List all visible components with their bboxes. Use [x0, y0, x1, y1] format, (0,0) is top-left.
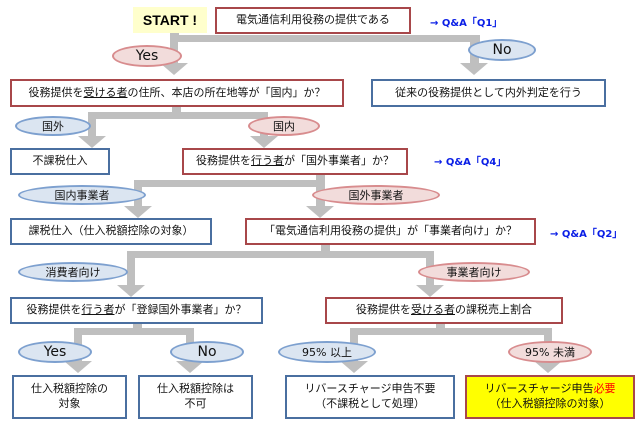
result-not-deductible: 仕入税額控除は不可 [138, 375, 253, 419]
text-underlined: 行う者 [251, 154, 284, 168]
text-pre: 役務提供を [356, 303, 411, 317]
result-reverse-charge-not-required: リバースチャージ申告不要（不課税として処理） [285, 375, 455, 419]
branch-yes: Yes [112, 45, 182, 67]
result-reverse-charge-required: リバースチャージ申告必要（仕入税額控除の対象） [465, 375, 635, 419]
question-electric-service: 電気通信利用役務の提供である [215, 7, 411, 34]
text-post: の課税売上割合 [455, 303, 532, 317]
qa-link-q2[interactable]: → Q&A「Q2」 [550, 229, 623, 240]
line1: リバースチャージ申告 [484, 382, 594, 396]
line2: （不課税として処理） [315, 397, 425, 410]
line2: 対象 [58, 397, 81, 410]
branch-domestic: 国内 [248, 116, 320, 136]
required-emphasis: 必要 [593, 382, 616, 396]
line1: 仕入税額控除は [157, 382, 234, 396]
branch-business: 事業者向け [418, 262, 530, 282]
question-business-oriented: 「電気通信利用役務の提供」が「事業者向け」か？ [245, 218, 536, 245]
qa-link-q1[interactable]: → Q&A「Q1」 [430, 18, 503, 29]
result-conventional: 従来の役務提供として内外判定を行う [371, 79, 606, 107]
branch-consumer: 消費者向け [18, 262, 128, 282]
branch-domestic-business: 国内事業者 [18, 185, 146, 205]
text-underlined: 受ける者 [83, 85, 128, 99]
branch-abroad: 国外 [15, 116, 91, 136]
question-registered-foreign: 役務提供を行う者が「登録国外事業者」か？ [10, 297, 263, 324]
branch-95-or-more: 95% 以上 [278, 341, 376, 363]
result-deductible: 仕入税額控除の対象 [12, 375, 127, 419]
branch-under-95: 95% 未満 [508, 341, 592, 363]
branch-foreign-business: 国外事業者 [312, 185, 440, 205]
text-post: が「登録国外事業者」か？ [114, 303, 247, 317]
text-pre: 役務提供を [196, 154, 251, 168]
branch-no: No [468, 39, 536, 61]
line1: リバースチャージ申告不要 [304, 382, 436, 396]
result-nontaxable: 不課税仕入 [10, 148, 110, 175]
text-post: が「国外事業者」か？ [284, 154, 394, 168]
question-taxable-sales-ratio: 役務提供を受ける者の課税売上割合 [325, 297, 563, 324]
qa-link-q4[interactable]: → Q&A「Q4」 [434, 157, 507, 168]
line1: 仕入税額控除の [31, 382, 108, 396]
branch-yes-registered: Yes [18, 341, 92, 363]
result-taxable-purchase: 課税仕入（仕入税額控除の対象） [10, 218, 212, 245]
question-recipient-domestic: 役務提供を受ける者の住所、本店の所在地等が「国内」か？ [10, 79, 344, 107]
start-label: START ! [133, 7, 207, 33]
question-provider-foreign: 役務提供を行う者が「国外事業者」か？ [182, 148, 408, 175]
text-underlined: 受ける者 [411, 303, 455, 317]
text-pre: 役務提供を [28, 85, 84, 99]
line2: 不可 [184, 397, 207, 410]
text-underlined: 行う者 [81, 303, 115, 317]
text-post: の住所、本店の所在地等が「国内」か？ [127, 85, 326, 99]
line2: （仕入税額控除の対象） [489, 397, 611, 410]
text-pre: 役務提供を [26, 303, 82, 317]
branch-no-registered: No [170, 341, 244, 363]
